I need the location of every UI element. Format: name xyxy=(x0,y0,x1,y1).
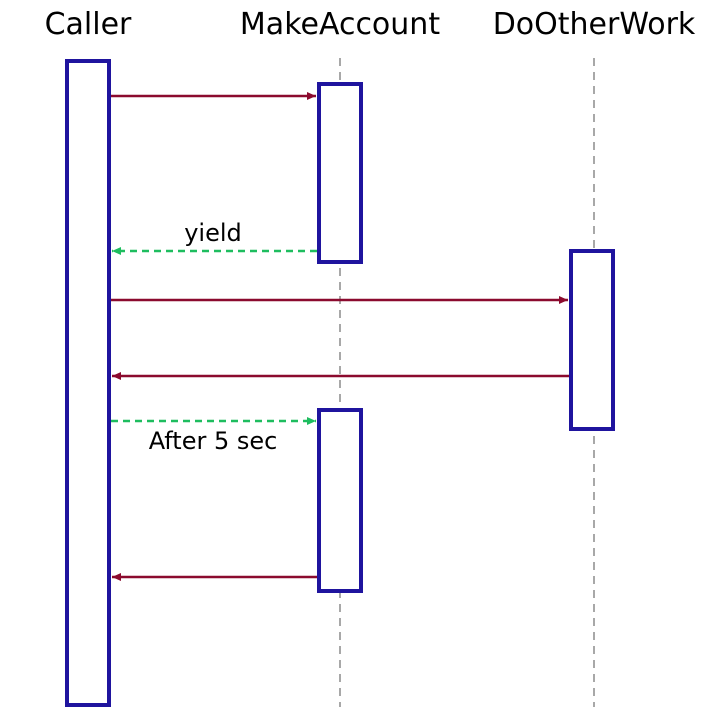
participant-label-dootherwork: DoOtherWork xyxy=(493,7,696,42)
activation-makeaccount-2 xyxy=(317,408,363,593)
activation-caller xyxy=(65,59,111,707)
message-label-after-5-sec: After 5 sec xyxy=(149,427,278,455)
message-label-yield: yield xyxy=(184,219,242,247)
participant-label-caller: Caller xyxy=(45,7,132,42)
participant-label-makeaccount: MakeAccount xyxy=(240,7,440,42)
activation-dootherwork xyxy=(569,249,615,431)
activation-makeaccount-1 xyxy=(317,82,363,264)
